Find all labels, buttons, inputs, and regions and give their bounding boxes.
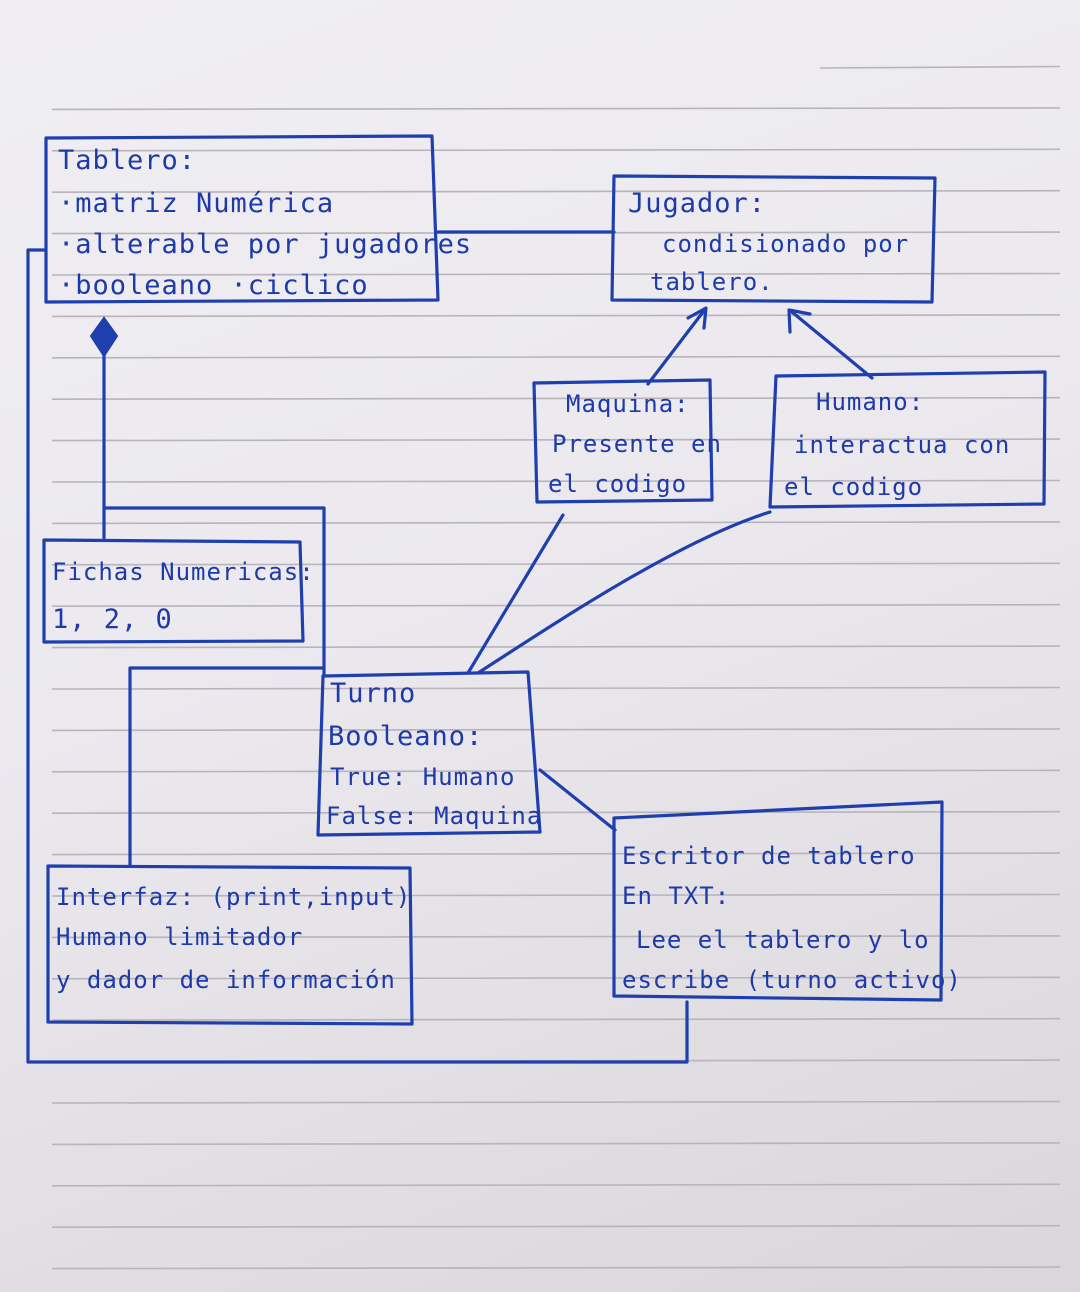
tablero-line-2: ·alterable por jugadores	[58, 229, 472, 260]
connectors	[26, 230, 874, 1064]
ruled-line	[51, 1100, 1061, 1104]
connector-humano-jugador	[790, 310, 874, 380]
ruled-line	[51, 521, 1061, 525]
ruled-line	[51, 603, 1061, 608]
connector-escritor-tablero	[26, 248, 689, 1064]
ruled-line	[51, 314, 1061, 318]
ruled-line	[51, 438, 1061, 442]
ruled-line	[51, 976, 1061, 980]
humano-line-2: el codigo	[784, 473, 923, 501]
ruled-line	[51, 686, 1061, 690]
connector-maquina-jugador	[646, 310, 705, 386]
ruled-line	[51, 1266, 1061, 1270]
turno-line-1: Booleano:	[328, 721, 483, 752]
ruled-line	[51, 1224, 1061, 1228]
tablero-title: Tablero:	[58, 145, 196, 176]
box-maquina	[532, 378, 714, 504]
connector-turno-escritor	[538, 768, 617, 832]
ruled-line	[51, 728, 1061, 732]
ruled-line	[51, 272, 1061, 276]
connector-maquina-turno	[466, 513, 565, 675]
interfaz-title: Interfaz: (print,input)	[56, 883, 411, 911]
humano-line-1: interactua con	[794, 431, 1010, 459]
escritor-line-2: Lee el tablero y lo	[636, 926, 930, 954]
box-tablero	[44, 134, 440, 304]
ruled-line	[51, 810, 1061, 815]
interfaz-line-2: y dador de información	[56, 966, 396, 994]
jugador-title: Jugador:	[628, 188, 766, 219]
ruled-line	[51, 148, 1061, 152]
box-jugador	[610, 174, 937, 304]
escritor-title: Escritor de tablero	[622, 842, 916, 870]
ruled-line	[819, 65, 1061, 69]
connector-humano-turno	[476, 510, 772, 675]
ruled-line	[51, 1183, 1061, 1187]
ruled-line	[51, 355, 1061, 359]
turno-line-2: True: Humano	[330, 763, 515, 791]
arrowhead-maquina-jugador	[686, 306, 708, 330]
maquina-title: Maquina:	[566, 390, 690, 418]
jugador-line-2: tablero.	[650, 268, 774, 296]
ruled-line	[51, 852, 1061, 856]
connector-turno-interfaz	[128, 666, 324, 868]
ruled-line	[51, 935, 1061, 939]
composition-diamond	[89, 316, 119, 358]
ruled-line	[51, 562, 1061, 566]
ruled-line	[51, 107, 1061, 111]
tablero-line-1: ·matriz Numérica	[58, 188, 334, 219]
box-turno	[316, 670, 542, 837]
connector-fichas-turno	[102, 506, 326, 677]
maquina-line-2: el codigo	[548, 470, 687, 498]
turno-title: Turno	[330, 678, 416, 709]
escritor-line-3: escribe (turno activo)	[622, 966, 962, 994]
box-escritor	[612, 800, 944, 1002]
escritor-line-1: En TXT:	[622, 882, 730, 910]
interfaz-line-1: Humano limitador	[56, 923, 303, 951]
arrowhead-humano-jugador	[787, 308, 812, 334]
ruled-line	[51, 189, 1061, 193]
turno-line-3: False: Maquina	[326, 802, 542, 830]
ruled-line	[51, 1017, 1061, 1022]
ruled-line	[51, 645, 1061, 649]
box-fichas	[42, 538, 305, 644]
fichas-line-1: 1, 2, 0	[52, 604, 173, 635]
box-interfaz	[46, 864, 414, 1026]
fichas-title: Fichas Numericas:	[52, 558, 315, 586]
labels: Tablero: ·matriz Numérica ·alterable por…	[52, 145, 1010, 994]
ruled-line	[51, 769, 1061, 773]
jugador-line-1: condisionado por	[662, 230, 909, 258]
ruled-line	[51, 479, 1061, 483]
tablero-line-3: ·booleano ·ciclico	[58, 270, 369, 301]
ruled-line	[51, 893, 1061, 897]
box-humano	[768, 370, 1047, 509]
boxes	[42, 134, 1047, 1026]
humano-title: Humano:	[816, 388, 924, 416]
maquina-line-1: Presente en	[552, 430, 722, 458]
ruled-line	[51, 396, 1061, 401]
ruled-line	[51, 1142, 1061, 1146]
